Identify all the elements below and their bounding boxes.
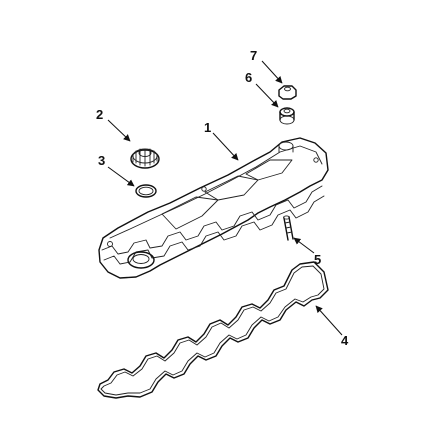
leader-lines [107, 60, 343, 336]
leader-4 [315, 305, 343, 336]
leader-2 [107, 119, 131, 142]
callout-7: 7 [250, 48, 257, 63]
o-ring-seal [135, 184, 157, 198]
leader-1 [212, 132, 239, 161]
callout-2: 2 [96, 107, 103, 122]
leader-5 [293, 237, 315, 254]
callout-1: 1 [204, 120, 211, 135]
callout-4: 4 [341, 333, 349, 348]
cover-gasket [97, 261, 329, 399]
leader-7 [261, 60, 283, 84]
nut [278, 85, 297, 100]
callout-5: 5 [314, 252, 321, 267]
stud-pin [283, 215, 294, 241]
leader-3 [107, 166, 135, 187]
valve-cover [98, 137, 329, 279]
callout-6: 6 [245, 70, 252, 85]
leader-6 [255, 83, 279, 108]
grommet [279, 107, 295, 125]
callout-3: 3 [98, 153, 105, 168]
oil-fill-cap [130, 148, 160, 169]
callout-labels: 1 2 3 4 5 6 7 [96, 48, 349, 348]
